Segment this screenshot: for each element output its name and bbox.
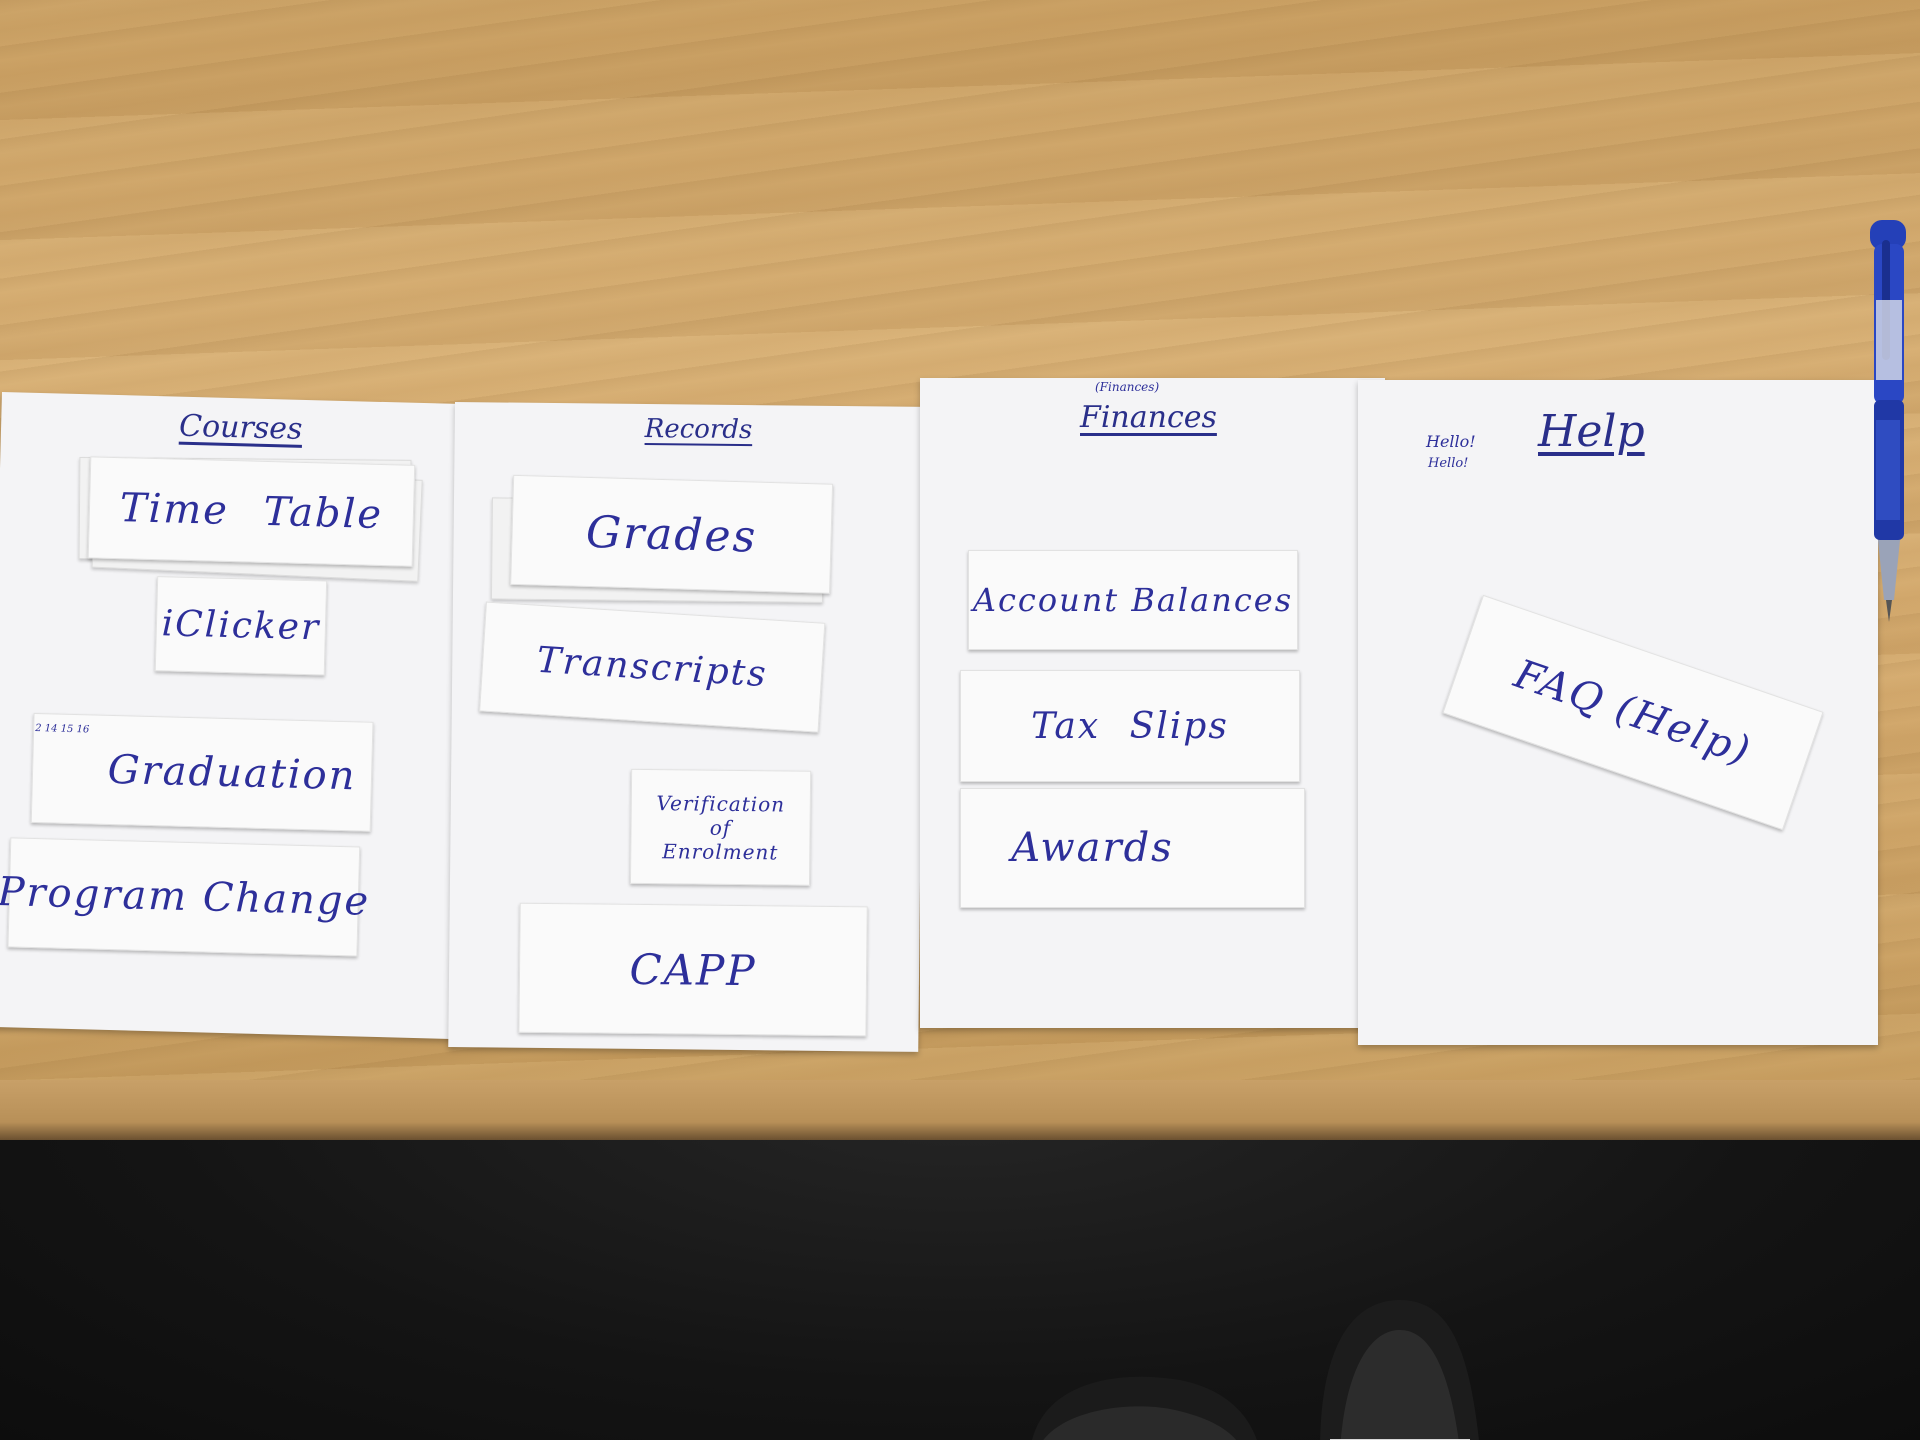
hello-greeting-2: Hello! [1428,456,1469,471]
program-change-label: Program Change [0,869,371,925]
carpet-floor [0,1090,1920,1440]
records-title: Records [644,413,753,446]
enrolment-label: Enrolment [662,838,779,864]
of-label: of [709,815,732,840]
tax-slips-label: Tax Slips [1031,705,1229,747]
capp-card[interactable]: CAPP [518,902,868,1037]
faq-card[interactable]: FAQ (Help) [1442,594,1824,831]
finances-title: Finances [1080,400,1217,435]
tax-slips-card[interactable]: Tax Slips [960,670,1300,782]
iclicker-label: iClicker [161,603,321,649]
graduation-label: Graduation [107,746,358,800]
records-sheet: Records Grades Transcripts Verification … [448,402,925,1052]
awards-card[interactable]: Awards [960,788,1305,908]
capp-label: CAPP [629,944,757,995]
program-change-card[interactable]: Program Change [0,837,371,957]
transcripts-card[interactable]: Transcripts [479,601,826,733]
hello-greeting-1: Hello! [1426,432,1476,451]
graduation-margin-scribble: 2 14 15 16 [35,722,90,736]
finances-sheet: (Finances) Finances Account Balances Tax… [920,378,1385,1028]
iclicker-card[interactable]: iClicker [154,576,328,676]
courses-title: Courses [178,408,303,447]
finances-subtitle: (Finances) [1095,380,1160,394]
blue-ballpoint-pen-icon [1870,220,1906,622]
desk-edge [0,1080,1920,1140]
account-balances-label: Account Balances [972,581,1294,619]
grades-card[interactable]: Grades [510,474,834,594]
grades-label: Grades [585,506,758,563]
time-table-card[interactable]: Time Table [87,456,416,567]
verification-label: Verification [656,790,786,816]
time-table-label: Time Table [119,485,384,539]
help-sheet: Hello! Hello! Help FAQ (Help) [1358,380,1878,1045]
courses-sheet: Courses Time Table iClicker Graduation 2… [0,392,472,1040]
awards-label: Awards [1011,825,1174,871]
help-title: Help [1538,406,1645,457]
account-balances-card[interactable]: Account Balances [968,550,1298,650]
verification-of-enrolment-card[interactable]: Verification of Enrolment [629,768,812,886]
faq-label: FAQ (Help) [1508,650,1758,775]
shoes-icon [1032,1300,1479,1440]
transcripts-label: Transcripts [535,639,769,695]
